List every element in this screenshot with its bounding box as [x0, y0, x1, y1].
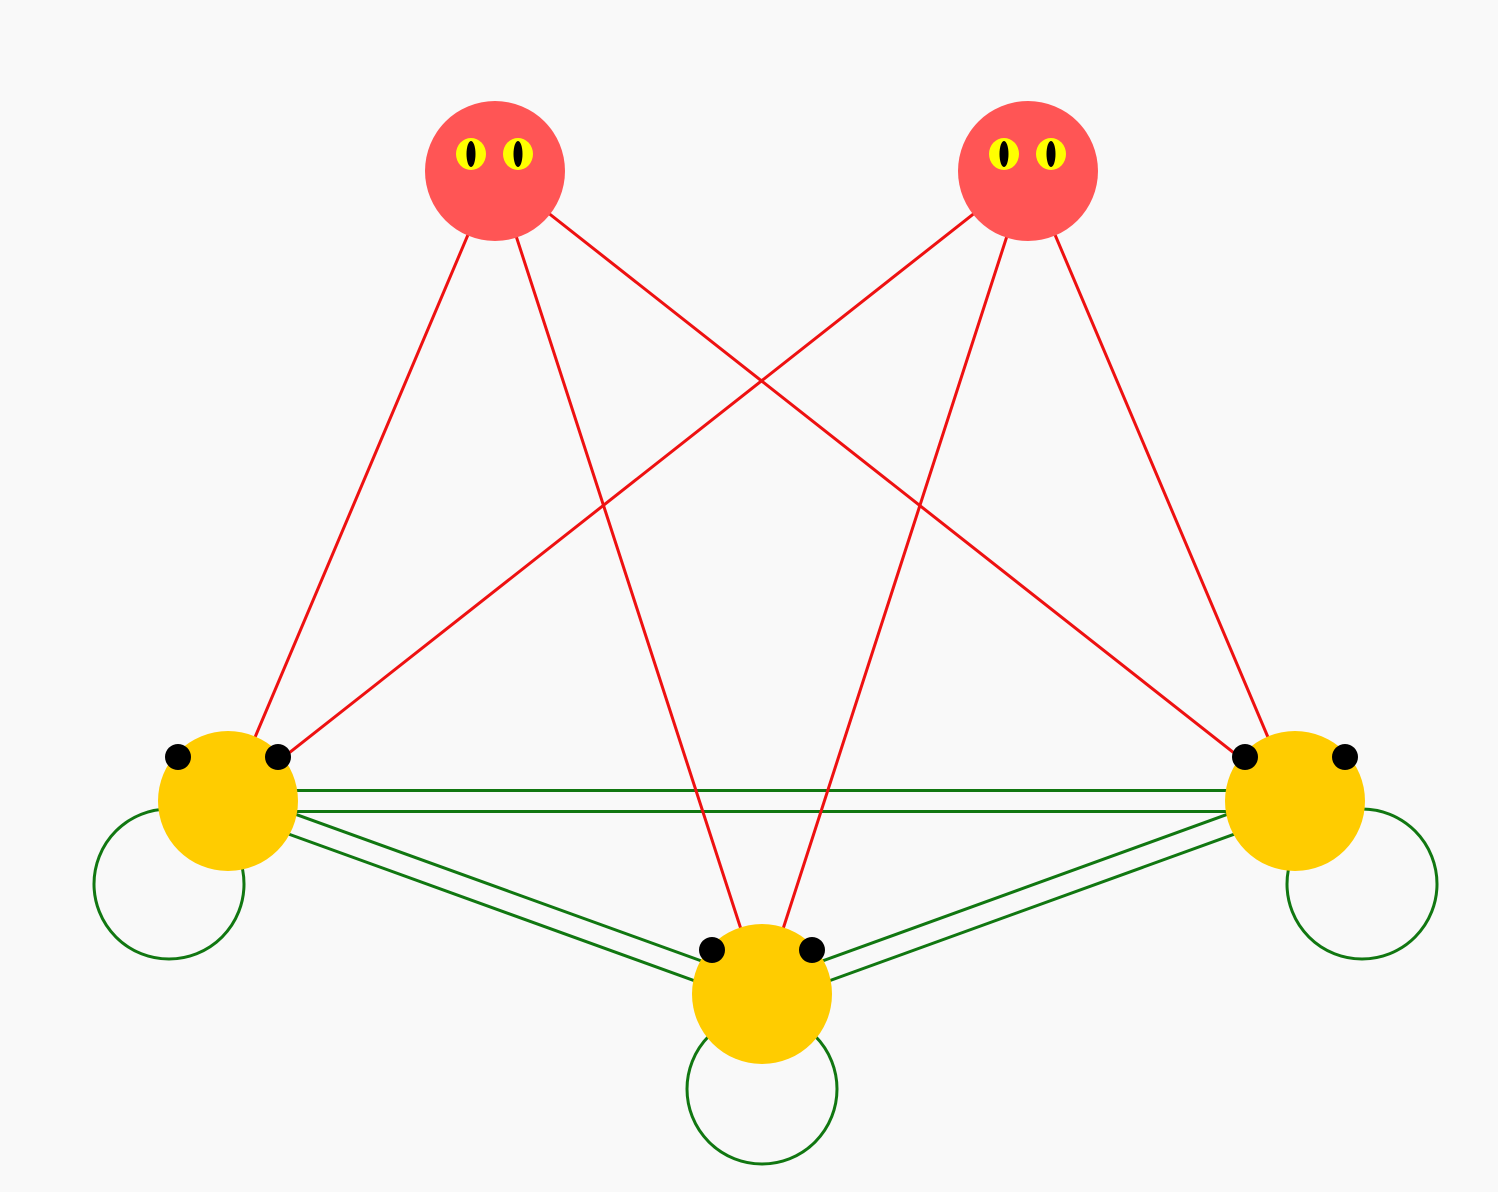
node-r2	[958, 101, 1098, 241]
node-y1	[158, 731, 298, 871]
green-edge-y1-y2-1	[231, 789, 767, 986]
mouse-face-icon-body	[1225, 731, 1365, 871]
mouse-eye-right	[265, 744, 291, 770]
mouse-eye-left	[699, 937, 725, 963]
red-edge-r1-y3	[494, 169, 1296, 803]
node-r1	[425, 101, 565, 241]
mouse-eye-right	[1332, 744, 1358, 770]
nodes	[158, 101, 1365, 1064]
mouse-face-icon-body	[158, 731, 298, 871]
mouse-eye-right	[799, 937, 825, 963]
mouse-face-icon-body	[692, 924, 832, 1064]
red-edge-r2-y3	[1026, 170, 1297, 802]
red-edges	[226, 169, 1297, 995]
cat-pupil-left	[466, 141, 476, 167]
red-edge-r2-y1	[227, 169, 1029, 803]
cat-face-icon-body	[425, 101, 565, 241]
green-edge-y2-y3-2	[765, 809, 1300, 1006]
red-edge-r1-y1	[226, 170, 497, 802]
cat-pupil-right	[1046, 141, 1056, 167]
mouse-eye-left	[165, 744, 191, 770]
red-edge-r2-y2	[760, 170, 1030, 995]
green-edge-y1-y2-2	[223, 809, 759, 1006]
node-y3	[1225, 731, 1365, 871]
node-y2	[692, 924, 832, 1064]
cat-pupil-right	[513, 141, 523, 167]
green-edge-y2-y3-1	[757, 789, 1292, 986]
cat-pupil-left	[999, 141, 1009, 167]
green-edges	[223, 789, 1300, 1006]
mouse-eye-left	[1232, 744, 1258, 770]
red-edge-r1-y2	[493, 170, 764, 995]
cat-face-icon-body	[958, 101, 1098, 241]
